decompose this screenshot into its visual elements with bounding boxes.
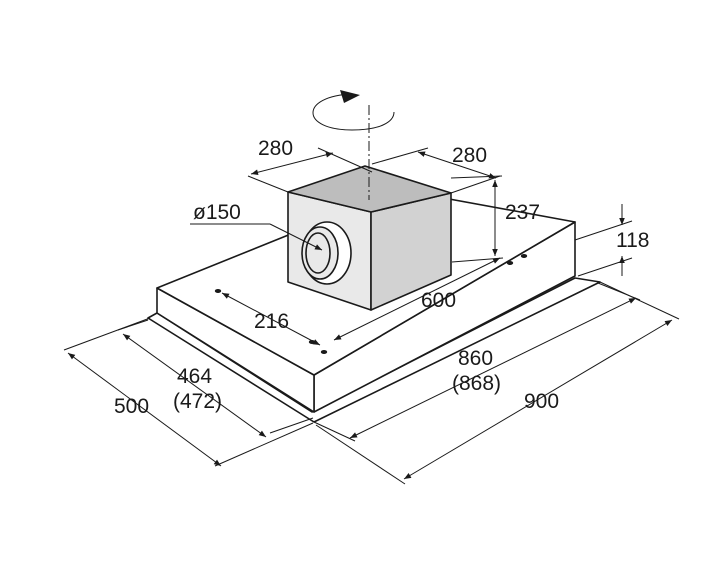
label-hole-spacing-width: 600 [421, 289, 456, 312]
dim-280-left-ext [247, 175, 289, 193]
outlet-opening [301, 226, 339, 280]
label-spigot-width: 280 [258, 137, 293, 160]
label-hole-spacing-depth: 216 [254, 310, 289, 333]
dim-118-ext [577, 257, 633, 277]
dim-900-line [403, 319, 673, 480]
fixing-hole [520, 254, 528, 258]
dim-464-ext [269, 417, 314, 434]
fixing-hole [214, 289, 222, 293]
dim-900-ext [599, 281, 680, 320]
dim-280-right-ext [450, 175, 501, 194]
dim-860-ext [313, 421, 356, 442]
label-outlet-diameter: ø150 [193, 201, 241, 224]
label-spigot-height: 237 [505, 201, 540, 224]
dim-150-leader [269, 223, 323, 251]
dim-280-right-ext [371, 147, 429, 165]
dim-237-ext [450, 175, 503, 179]
label-inner-width: 860 [458, 347, 493, 370]
label-body-thickness: 118 [616, 229, 649, 252]
fixing-hole [506, 261, 514, 265]
label-inner-depth-alt: (472) [173, 390, 222, 413]
dim-280-right-line [417, 151, 497, 179]
fixing-hole [320, 350, 328, 354]
label-inner-depth: 464 [177, 365, 212, 388]
dim-500-ext [63, 317, 151, 351]
rotation-arrow-icon [312, 90, 395, 131]
label-inner-width-alt: (868) [452, 372, 501, 395]
label-spigot-depth: 280 [452, 144, 487, 167]
dim-900-ext [315, 424, 406, 485]
dim-500-line [67, 352, 222, 467]
dim-500-ext [214, 422, 314, 467]
dim-280-left-line [250, 152, 334, 175]
outlet-inner-ring [305, 232, 331, 274]
label-outer-width: 900 [524, 390, 559, 413]
dim-216-line [221, 292, 321, 346]
label-outer-depth: 500 [114, 395, 149, 418]
dim-280-left-ext [317, 147, 373, 173]
